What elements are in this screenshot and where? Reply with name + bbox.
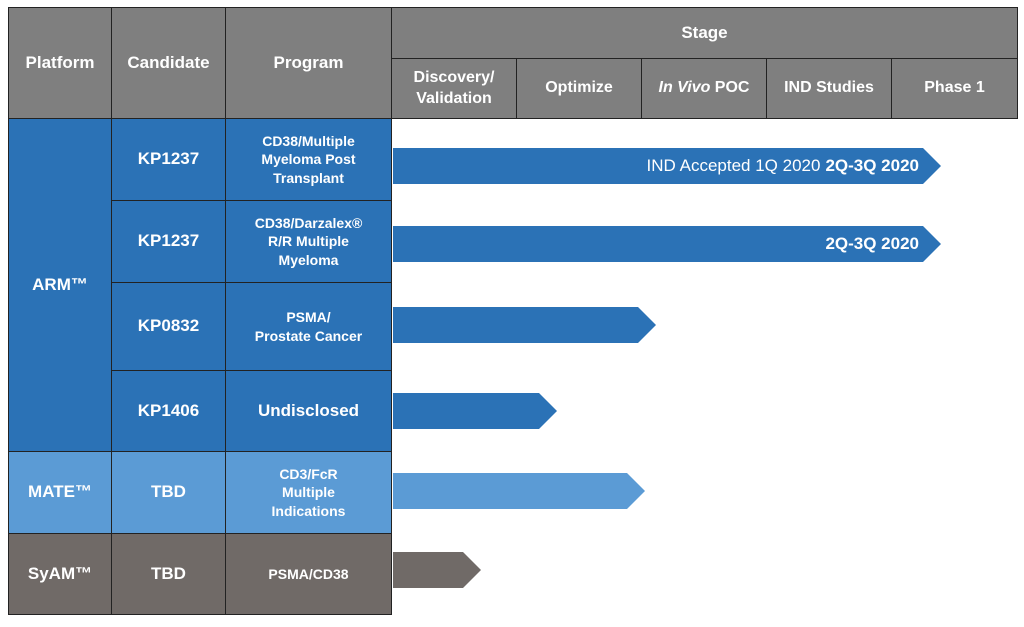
platform-header: Platform	[8, 7, 112, 119]
progress-bar: 2Q-3Q 2020	[393, 226, 941, 262]
progress-arrow	[393, 148, 941, 184]
platform-arm: ARM™	[8, 118, 112, 452]
candidate-cell: KP0832	[111, 282, 226, 371]
progress-arrow-shape	[393, 226, 941, 262]
candidate-header: Candidate	[111, 7, 226, 119]
platform-mate: MATE™	[8, 451, 112, 534]
platform-syam: SyAM™	[8, 533, 112, 615]
stage-discovery: Discovery/Validation	[391, 58, 517, 119]
progress-arrow	[393, 552, 481, 588]
stage-phase1: Phase 1	[891, 58, 1018, 119]
candidate-cell: KP1237	[111, 118, 226, 201]
program-cell: PSMA/CD38	[225, 533, 392, 615]
program-cell: PSMA/Prostate Cancer	[225, 282, 392, 371]
progress-arrow-shape	[393, 552, 481, 588]
candidate-cell: TBD	[111, 451, 226, 534]
candidate-cell: TBD	[111, 533, 226, 615]
progress-bar	[393, 307, 656, 343]
progress-arrow	[393, 307, 656, 343]
candidate-cell: KP1406	[111, 370, 226, 452]
progress-bar	[393, 393, 557, 429]
stage-invivo: In Vivo POC	[641, 58, 767, 119]
program-cell: Undisclosed	[225, 370, 392, 452]
stage-header: Stage	[391, 7, 1018, 59]
progress-arrow-shape	[393, 473, 645, 509]
progress-arrow-shape	[393, 148, 941, 184]
progress-arrow	[393, 393, 557, 429]
stage-optimize: Optimize	[516, 58, 642, 119]
program-header: Program	[225, 7, 392, 119]
progress-bar	[393, 473, 645, 509]
progress-arrow	[393, 473, 645, 509]
progress-arrow-shape	[393, 307, 656, 343]
progress-arrow-shape	[393, 393, 557, 429]
progress-bar	[393, 552, 481, 588]
progress-arrow	[393, 226, 941, 262]
candidate-cell: KP1237	[111, 200, 226, 283]
stage-ind: IND Studies	[766, 58, 892, 119]
